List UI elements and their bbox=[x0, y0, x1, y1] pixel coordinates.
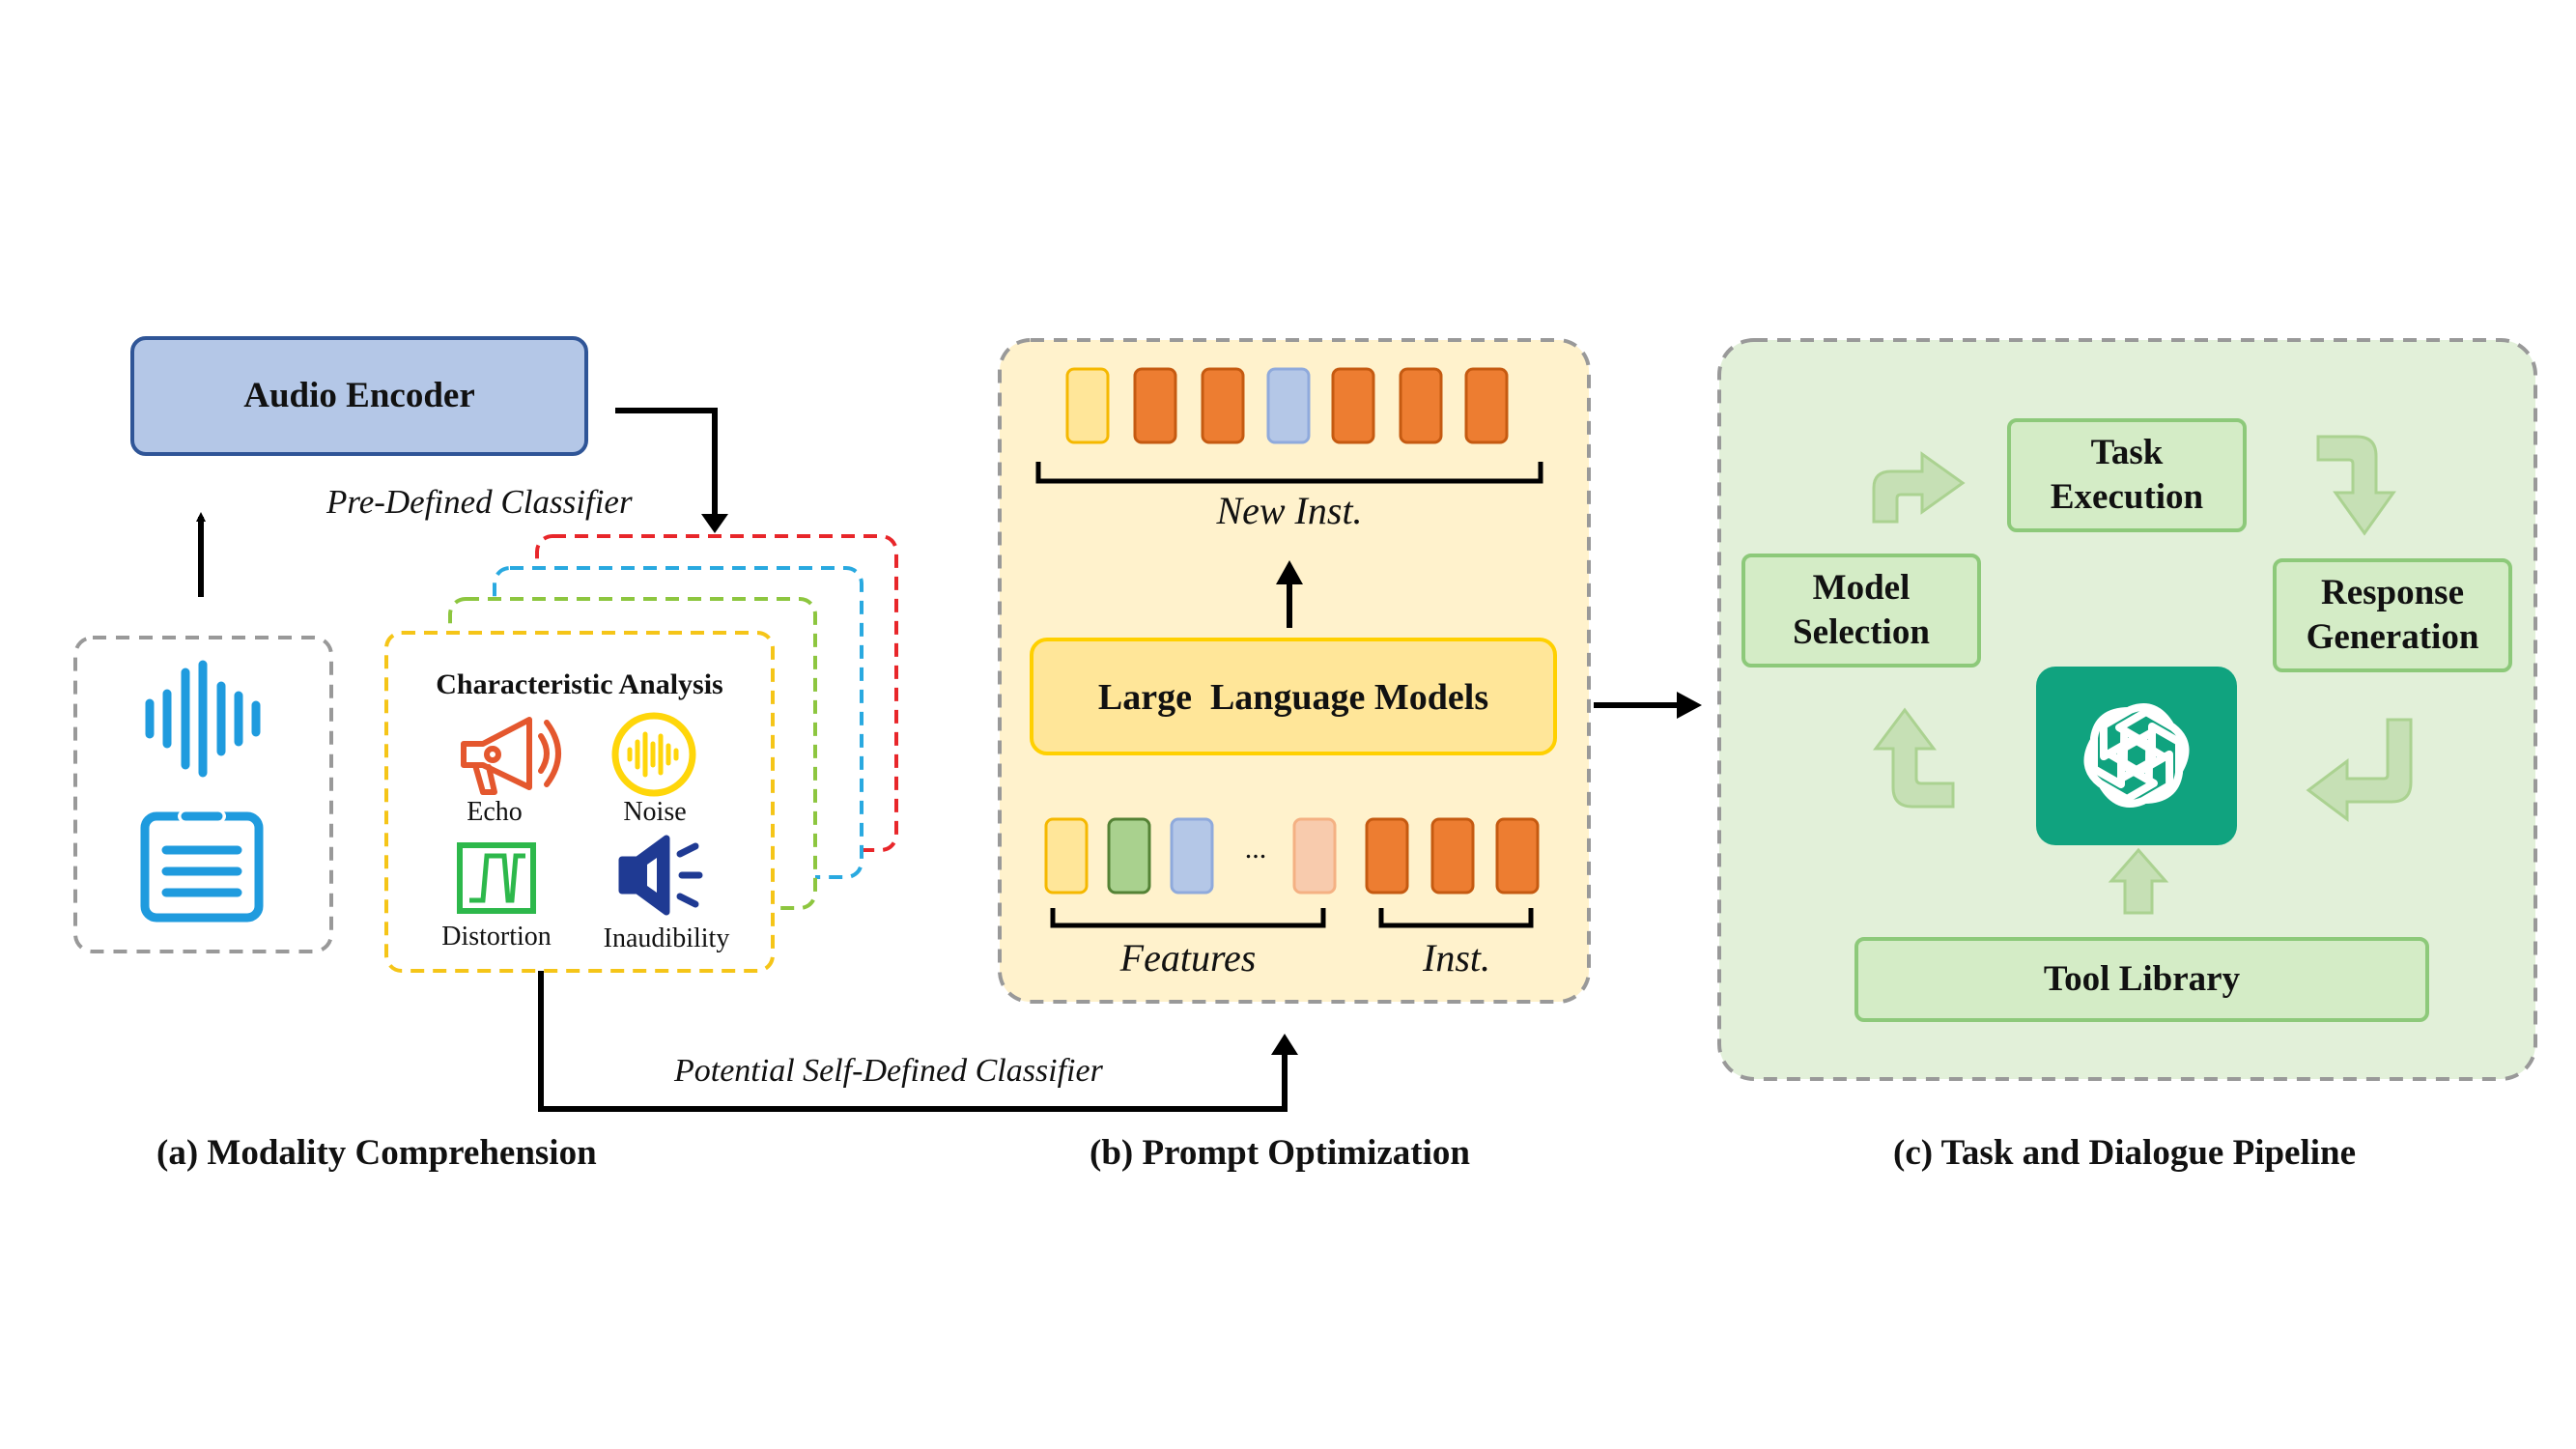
ellipsis-label: ... bbox=[1244, 833, 1267, 865]
caption-c: (c) Task and Dialogue Pipeline bbox=[1893, 1133, 2357, 1173]
new-inst-tokens bbox=[1065, 367, 1509, 444]
inst-label: Inst. bbox=[1423, 936, 1490, 980]
token bbox=[1365, 817, 1409, 895]
megaphone-icon bbox=[461, 717, 561, 795]
audio-encoder-box bbox=[130, 336, 588, 456]
token bbox=[1065, 367, 1110, 444]
model-selection-box: Model Selection bbox=[1741, 554, 1981, 668]
tool-library-box: Tool Library bbox=[1854, 937, 2429, 1022]
token bbox=[1266, 367, 1311, 444]
llm-box bbox=[1030, 638, 1557, 755]
token bbox=[1107, 817, 1151, 895]
audio-encoder-label: Audio Encoder bbox=[243, 376, 475, 415]
token bbox=[1331, 367, 1375, 444]
tool-library-label: Tool Library bbox=[2043, 958, 2241, 999]
input-tokens bbox=[1044, 817, 1540, 895]
echo-label: Echo bbox=[467, 797, 523, 827]
token bbox=[1170, 817, 1214, 895]
predefined-classifier-label: Pre-Defined Classifier bbox=[326, 483, 633, 521]
token bbox=[1495, 817, 1540, 895]
features-label: Features bbox=[1119, 936, 1257, 980]
token bbox=[1133, 367, 1177, 444]
document-icon bbox=[140, 810, 264, 923]
muted-speaker-icon bbox=[618, 835, 703, 916]
response-generation-box: Response Generation bbox=[2273, 558, 2512, 672]
openai-logo-icon bbox=[2077, 696, 2196, 814]
distortion-label: Distortion bbox=[441, 922, 552, 952]
noise-label: Noise bbox=[623, 797, 687, 827]
new-inst-brace bbox=[1035, 462, 1543, 484]
potential-classifier-label: Potential Self-Defined Classifier bbox=[674, 1053, 1103, 1089]
token bbox=[1464, 367, 1509, 444]
encoder-to-classifier-arrow bbox=[615, 408, 718, 520]
token bbox=[1044, 817, 1089, 895]
caption-a: (a) Modality Comprehension bbox=[156, 1133, 597, 1173]
token bbox=[1430, 817, 1475, 895]
soundwave-icon bbox=[611, 712, 696, 797]
characteristic-analysis-title: Characteristic Analysis bbox=[436, 668, 723, 700]
square-wave-icon bbox=[457, 842, 536, 914]
response-generation-label: Response Generation bbox=[2306, 572, 2479, 657]
self-defined-classifier-arrow bbox=[538, 971, 1288, 1112]
task-execution-box: Task Execution bbox=[2007, 418, 2247, 532]
token bbox=[1399, 367, 1443, 444]
inst-brace bbox=[1378, 908, 1534, 928]
new-inst-label: New Inst. bbox=[1216, 489, 1363, 532]
waveform-icon bbox=[145, 660, 261, 778]
token bbox=[1292, 817, 1337, 895]
cycle-arrow-icon bbox=[1872, 435, 2413, 915]
inaudibility-label: Inaudibility bbox=[603, 923, 730, 953]
openai-logo-box bbox=[2036, 667, 2237, 845]
model-selection-label: Model Selection bbox=[1793, 567, 1930, 652]
caption-b: (b) Prompt Optimization bbox=[1090, 1133, 1470, 1173]
features-brace bbox=[1050, 908, 1326, 928]
token bbox=[1201, 367, 1245, 444]
llm-label: Large Language Models bbox=[1097, 677, 1489, 718]
task-execution-label: Task Execution bbox=[2050, 432, 2204, 517]
